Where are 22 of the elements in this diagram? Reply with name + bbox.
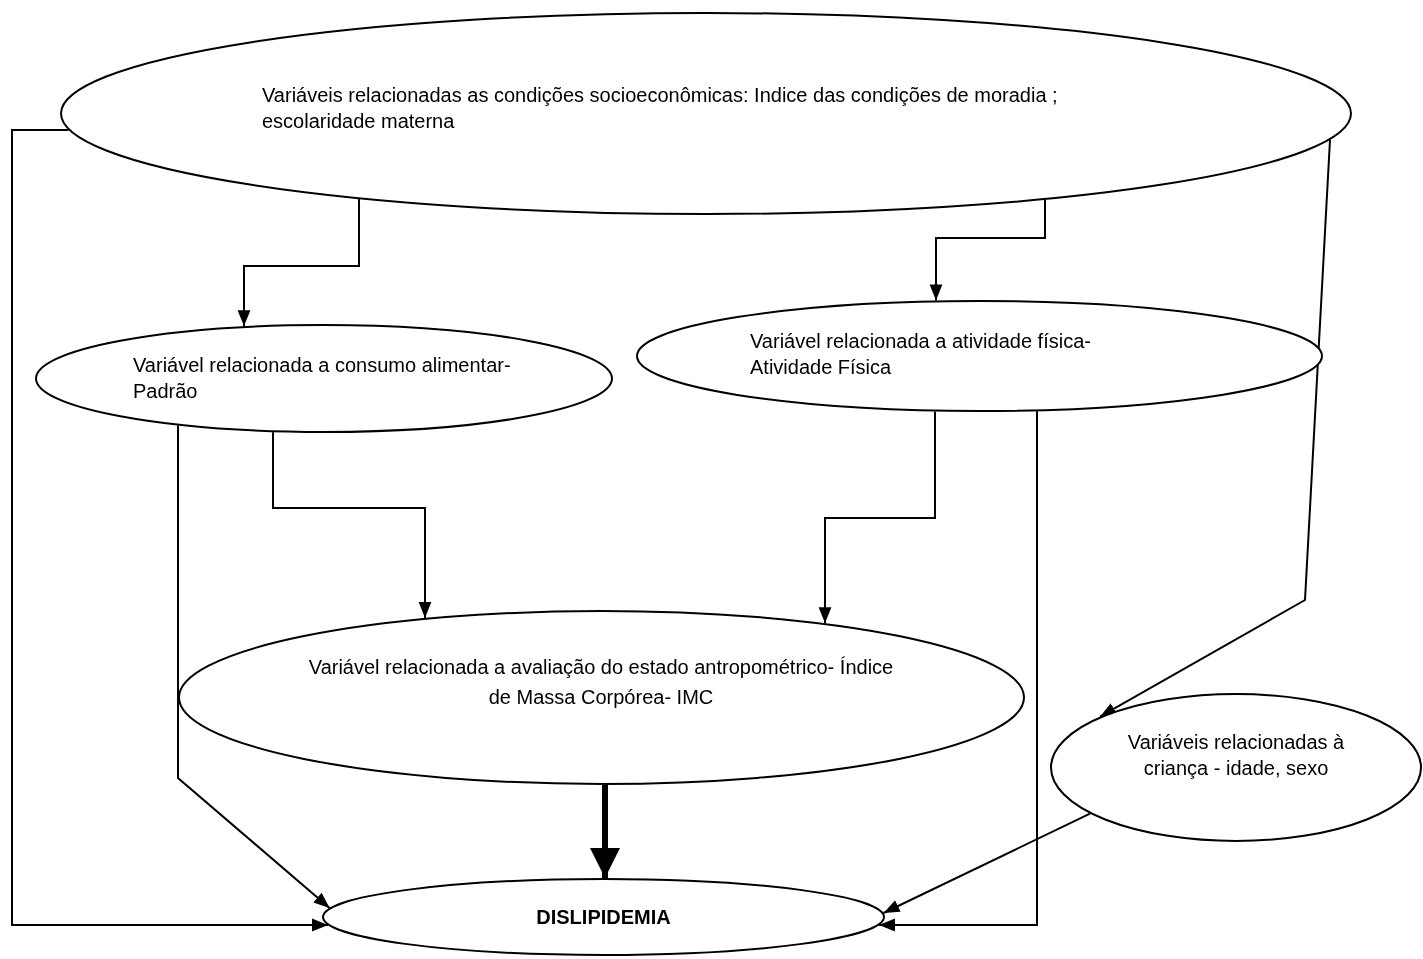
arrow	[1099, 138, 1331, 718]
ellipse-node	[35, 324, 613, 433]
node-text: DISLIPIDEMIA	[535, 905, 672, 930]
arrow	[818, 410, 936, 625]
arrow	[177, 424, 331, 909]
arrow	[878, 410, 1038, 932]
node-text: Variável relacionada a avaliação do estado antropométrico- Índice de Massa Corpórea- IMC	[307, 655, 895, 710]
ellipse-node	[322, 878, 885, 956]
node-text: Variáveis relacionadas à criança - idade, sexo	[1126, 730, 1346, 781]
ellipse-node	[60, 12, 1352, 215]
arrow	[272, 431, 432, 619]
arrow	[237, 198, 360, 328]
arrow	[11, 129, 329, 932]
ellipse-node	[636, 300, 1323, 412]
arrow	[882, 812, 1091, 914]
node-text: Variável relacionada a consumo alimentar- Padrão	[133, 353, 512, 404]
arrow	[929, 198, 1046, 302]
ellipse-node	[178, 610, 1025, 785]
ellipse-node	[1050, 693, 1422, 842]
node-text: Variáveis relacionadas as condições socioeconômicas: Indice das condições de moradia ; escolaridade materna	[262, 83, 1059, 134]
node-text: Variável relacionada a atividade física- Atividade Física	[750, 329, 1092, 380]
arrow	[590, 785, 620, 878]
